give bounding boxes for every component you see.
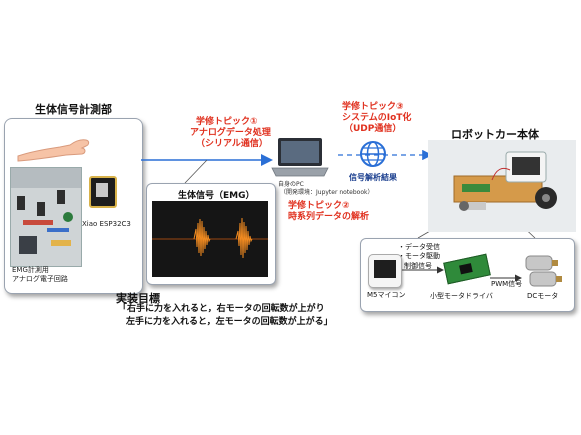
dc-motor-icon bbox=[525, 255, 562, 287]
circuit-label-line1: EMG計測用 bbox=[12, 266, 49, 274]
bullet1-text: データ受信 bbox=[405, 243, 440, 251]
robot-title: ロボットカー本体 bbox=[451, 128, 539, 141]
circuit-label-line2: アナログ電子回路 bbox=[12, 275, 68, 283]
topic1-line3: （シリアル通信） bbox=[196, 139, 268, 149]
sensor-title: 生体信号計測部 bbox=[35, 103, 112, 116]
emg-burst-2 bbox=[235, 217, 253, 259]
xiao-label: Xiao ESP32C3 bbox=[82, 220, 131, 228]
component-arrows bbox=[402, 266, 522, 282]
emg-title: 生体信号（EMG） bbox=[178, 191, 255, 201]
topic2-line2: 時系列データの解析 bbox=[288, 212, 370, 222]
topic3-line3: （UDP通信） bbox=[344, 124, 402, 134]
pwm-signal-label: PWM信号 bbox=[491, 280, 523, 288]
driver-label: 小型モータドライバ bbox=[430, 292, 493, 300]
goal-line1: 「右手に力を入れると，右モータの回転数が上がり bbox=[118, 304, 325, 314]
globe-icon bbox=[360, 141, 386, 167]
goal-lines: 「右手に力を入れると，右モータの回転数が上がり 左手に力を入れると，左モータの回… bbox=[118, 303, 333, 329]
emg-burst-1 bbox=[193, 218, 211, 257]
topic1-line1: 学修トピック① bbox=[196, 117, 258, 127]
goal-title: 実装目標 bbox=[116, 292, 160, 305]
bullet-data-receive: ・データ受信 bbox=[398, 243, 440, 251]
xiao-board bbox=[89, 176, 117, 208]
robot-car-illustration bbox=[453, 151, 557, 211]
arm-icon bbox=[17, 139, 90, 162]
bullet2-text: モータ駆動 bbox=[405, 252, 440, 260]
result-label: 信号解析結果 bbox=[349, 173, 397, 182]
breadboard-photo bbox=[10, 167, 82, 267]
emg-waveform bbox=[152, 201, 268, 277]
laptop-icon bbox=[271, 138, 329, 177]
topic1-line2: アナログデータ処理 bbox=[190, 128, 271, 138]
topic3-line1: 学修トピック③ bbox=[342, 102, 404, 112]
topic3-line2: システムのIoT化 bbox=[342, 113, 412, 123]
emg-callout-line bbox=[184, 159, 208, 184]
m5-label: M5マイコン bbox=[367, 291, 406, 299]
control-signal-label: 制御信号 bbox=[404, 262, 432, 270]
pc-label-line1: 自身のPC bbox=[278, 181, 304, 188]
topic2-line1: 学修トピック② bbox=[288, 201, 350, 211]
goal-line2: 左手に力を入れると，左モータの回転数が上がる」 bbox=[126, 317, 333, 327]
motor-label: DCモータ bbox=[527, 292, 559, 300]
pc-label-line2: （開発環境：Jupyter notebook） bbox=[280, 189, 374, 196]
m5-device bbox=[368, 254, 402, 288]
